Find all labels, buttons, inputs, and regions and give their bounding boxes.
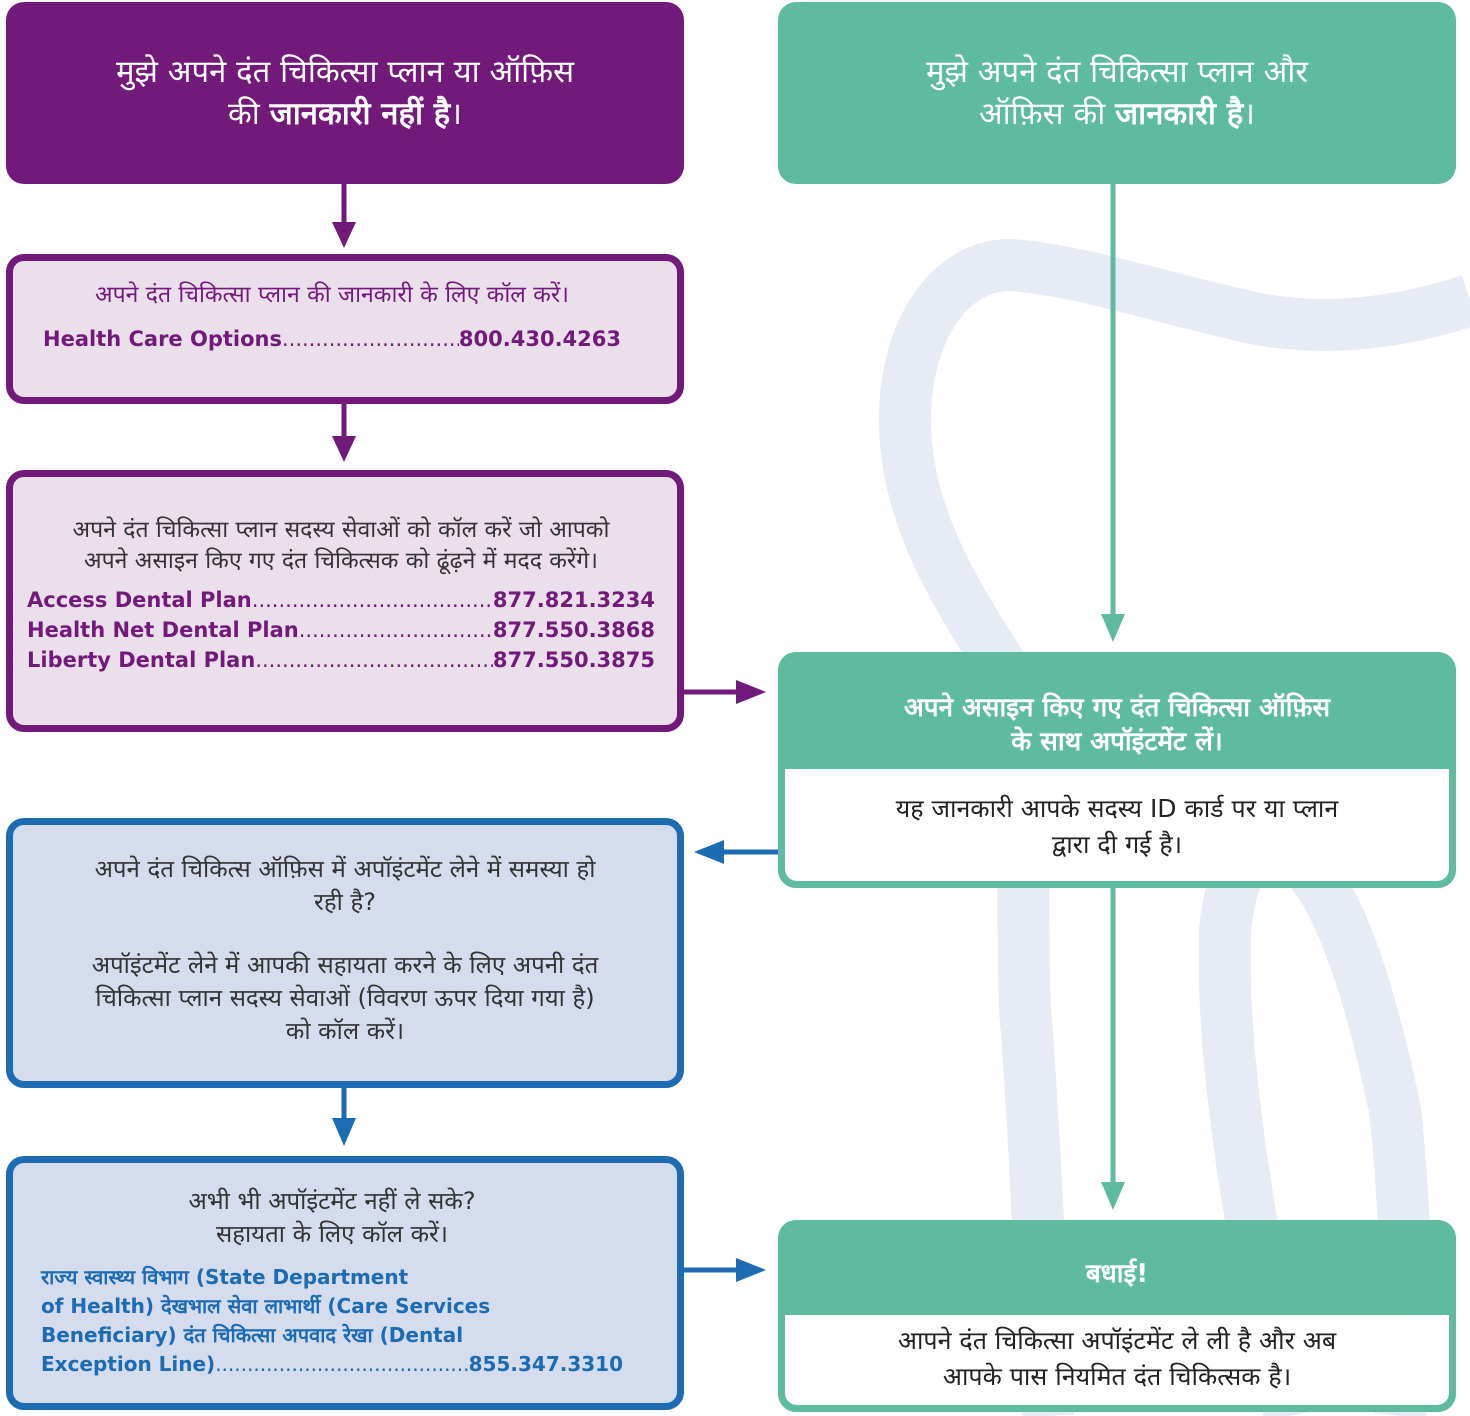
still-intro: अभी भी अपॉइंटमेंट नहीं ले सके? सहायता के…	[41, 1185, 623, 1251]
header-emphasis: जानकारी है	[1115, 96, 1244, 132]
plan-name: Liberty Dental Plan	[27, 648, 256, 672]
header-text: ।	[1243, 96, 1255, 132]
contact-line: Beneficiary) दंत चिकित्सा अपवाद रेखा (De…	[41, 1323, 464, 1347]
no-info-header: मुझे अपने दंत चिकित्सा प्लान या ऑफ़िस की…	[6, 2, 684, 184]
appointment-trouble-box: अपने दंत चिकित्स ऑफ़िस में अपॉइंटमेंट ले…	[6, 818, 684, 1088]
text-line: अपने दंत चिकित्स ऑफ़िस में अपॉइंटमेंट ले…	[94, 855, 596, 883]
arrowhead-down	[1101, 614, 1125, 642]
phone-number[interactable]: 877.550.3868	[492, 618, 655, 642]
body-line: यह जानकारी आपके सदस्य ID कार्ड पर या प्ल…	[895, 794, 1339, 823]
plans-intro-line: अपने असाइन किए गए दंत चिकित्सक को ढूंढ़न…	[84, 548, 598, 574]
arrowhead-right	[736, 680, 766, 704]
phone-number[interactable]: 800.430.4263	[458, 327, 621, 351]
text-line: चिकित्सा प्लान सदस्य सेवाओं (विवरण ऊपर द…	[95, 984, 595, 1012]
body-line: आपके पास नियमित दंत चिकित्सक है।	[942, 1362, 1292, 1391]
header-line: ऑफ़िस की जानकारी है।	[778, 93, 1456, 135]
title-line: के साथ अपॉइंटमेंट लें।	[1011, 727, 1223, 757]
trouble-answer: अपॉइंटमेंट लेने में आपकी सहायता करने के …	[43, 949, 647, 1048]
contact-row: Exception Line) 855.347.3310	[41, 1350, 623, 1379]
arrowhead-down	[332, 222, 356, 248]
make-appointment-box: अपने असाइन किए गए दंत चिकित्सा ऑफ़िस के …	[778, 652, 1456, 888]
body-line: द्वारा दी गई है।	[1051, 830, 1183, 859]
body-line: आपने दंत चिकित्सा अपॉइंटमेंट ले ली है और…	[897, 1326, 1337, 1355]
header-emphasis: जानकारी नहीं है	[269, 96, 451, 132]
contact-name: Exception Line)	[41, 1352, 216, 1376]
exception-line-contact: राज्य स्वास्थ्य विभाग (State Department …	[41, 1263, 623, 1379]
header-line: मुझे अपने दंत चिकित्सा प्लान या ऑफ़िस	[115, 54, 575, 90]
header-text: ऑफ़िस की	[979, 96, 1116, 132]
phone-number[interactable]: 877.821.3234	[492, 588, 655, 612]
leader-dots	[252, 585, 493, 615]
arrowhead-left	[694, 840, 724, 864]
hco-contact-row: Health Care Options 800.430.4263	[43, 324, 621, 354]
text-line: सहायता के लिए कॉल करें।	[216, 1220, 448, 1248]
plan-row: Access Dental Plan 877.821.3234	[27, 585, 655, 615]
contact-line: राज्य स्वास्थ्य विभाग (State Department	[41, 1265, 409, 1289]
contact-line: of Health) देखभाल सेवा लाभार्थी (Care Se…	[41, 1294, 491, 1318]
congrats-body: आपने दंत चिकित्सा अपॉइंटमेंट ले ली है और…	[785, 1315, 1449, 1405]
header-text: की	[228, 96, 270, 132]
health-care-options-box: अपने दंत चिकित्सा प्लान की जानकारी के लि…	[6, 254, 684, 404]
plans-intro-line: अपने दंत चिकित्सा प्लान सदस्य सेवाओं को …	[72, 517, 610, 543]
has-info-header: मुझे अपने दंत चिकित्सा प्लान और ऑफ़िस की…	[778, 2, 1456, 184]
plan-row: Health Net Dental Plan 877.550.3868	[27, 615, 655, 645]
header-text: ।	[450, 96, 462, 132]
arrowhead-right	[736, 1258, 766, 1282]
leader-dots	[282, 324, 459, 354]
arrowhead-down	[332, 436, 356, 462]
hco-intro: अपने दंत चिकित्सा प्लान की जानकारी के लि…	[95, 282, 569, 308]
appointment-title: अपने असाइन किए गए दंत चिकित्सा ऑफ़िस के …	[785, 659, 1449, 769]
arrowhead-down	[1101, 1182, 1125, 1210]
title-line: अपने असाइन किए गए दंत चिकित्सा ऑफ़िस	[903, 693, 1331, 723]
phone-number[interactable]: 877.550.3875	[492, 648, 655, 672]
text-line: अपॉइंटमेंट लेने में आपकी सहायता करने के …	[91, 951, 599, 979]
text-line: को कॉल करें।	[285, 1017, 405, 1045]
congrats-title: बधाई!	[1085, 1259, 1149, 1289]
trouble-question: अपने दंत चिकित्स ऑफ़िस में अपॉइंटमेंट ले…	[43, 853, 647, 919]
plan-name: Health Net Dental Plan	[27, 618, 299, 642]
plan-name: Access Dental Plan	[27, 588, 252, 612]
text-line: रही है?	[314, 888, 376, 916]
plan-row: Liberty Dental Plan 877.550.3875	[27, 645, 655, 675]
text-line: अभी भी अपॉइंटमेंट नहीं ले सके?	[188, 1187, 476, 1215]
arrowhead-down	[332, 1118, 356, 1146]
leader-dots	[255, 645, 493, 675]
phone-number[interactable]: 855.347.3310	[468, 1352, 623, 1376]
header-line: की जानकारी नहीं है।	[6, 93, 684, 135]
appointment-body: यह जानकारी आपके सदस्य ID कार्ड पर या प्ल…	[785, 769, 1449, 881]
congratulations-box: बधाई! आपने दंत चिकित्सा अपॉइंटमेंट ले ली…	[778, 1220, 1456, 1412]
dental-plans-box: अपने दंत चिकित्सा प्लान सदस्य सेवाओं को …	[6, 470, 684, 732]
leader-dots	[299, 615, 493, 645]
leader-dots	[215, 1350, 468, 1379]
header-line: मुझे अपने दंत चिकित्सा प्लान और	[925, 54, 1309, 90]
contact-name: Health Care Options	[43, 327, 282, 351]
still-no-appointment-box: अभी भी अपॉइंटमेंट नहीं ले सके? सहायता के…	[6, 1156, 684, 1410]
